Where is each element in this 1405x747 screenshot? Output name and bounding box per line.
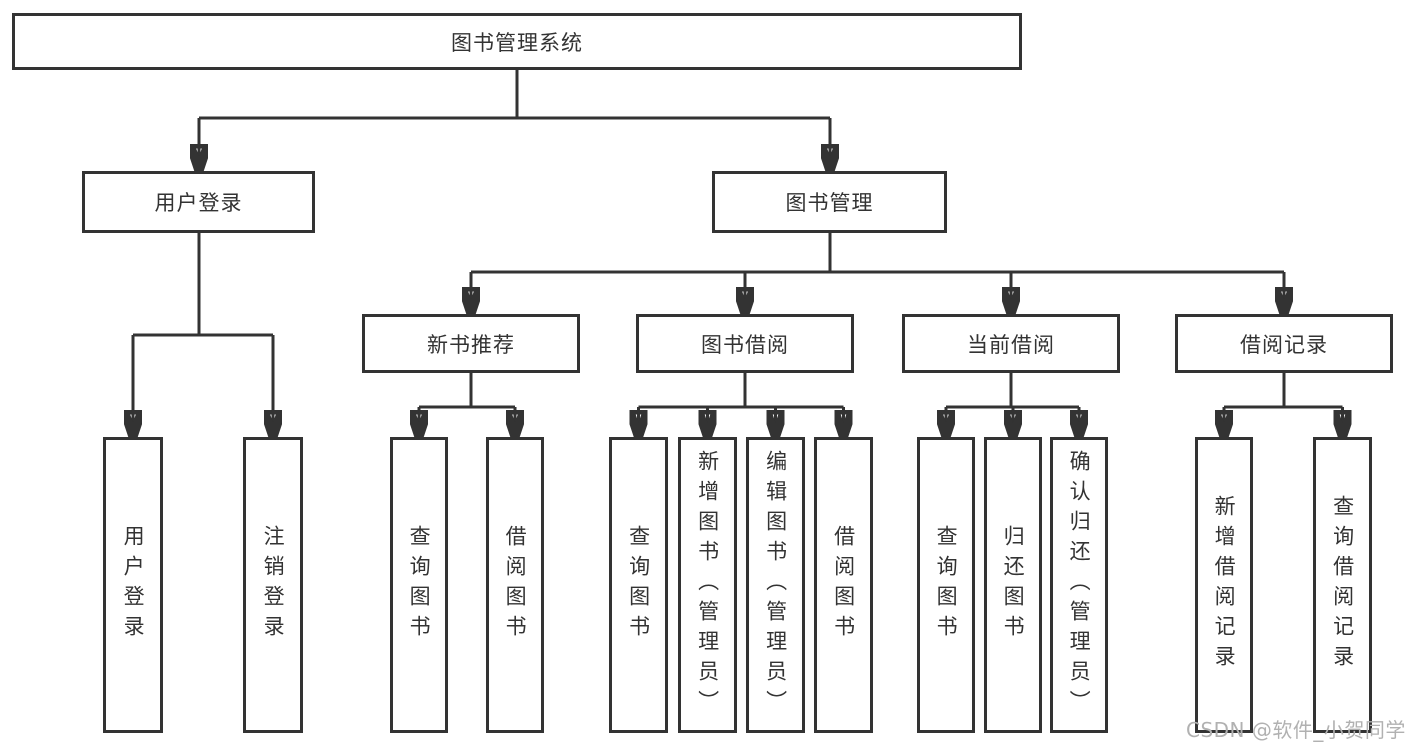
leaf-add-books-admin-label: 新增图书（管理员） — [695, 450, 720, 720]
leaf-borrow-query-books-label: 查询图书 — [626, 525, 651, 645]
node-user-login-label: 用户登录 — [154, 191, 243, 215]
connector-current-stem — [946, 373, 1079, 409]
node-borrow-records-label: 借阅记录 — [1240, 332, 1328, 357]
leaf-return-books: 归还图书 — [984, 437, 1042, 733]
node-book-borrow-label: 图书借阅 — [701, 332, 789, 357]
node-current-borrow-label: 当前借阅 — [967, 332, 1055, 357]
leaf-return-books-label: 归还图书 — [1001, 525, 1026, 645]
leaf-query-borrow-record-label: 查询借阅记录 — [1330, 495, 1355, 675]
leaf-query-borrow-record: 查询借阅记录 — [1313, 437, 1372, 733]
node-root-system: 图书管理系统 — [12, 13, 1022, 70]
leaf-logout-label: 注销登录 — [261, 525, 286, 645]
leaf-edit-books-admin-label: 编辑图书（管理员） — [763, 450, 788, 720]
connector-root-stem — [199, 70, 830, 120]
leaf-add-books-admin: 新增图书（管理员） — [678, 437, 737, 733]
node-book-borrow: 图书借阅 — [636, 314, 854, 373]
leaf-add-borrow-record: 新增借阅记录 — [1195, 437, 1253, 733]
leaf-recommend-query-books-label: 查询图书 — [407, 525, 432, 645]
connector-records-stem — [1224, 373, 1343, 409]
leaf-current-query-books-label: 查询图书 — [934, 525, 959, 645]
leaf-current-query-books: 查询图书 — [917, 437, 975, 733]
node-current-borrow: 当前借阅 — [902, 314, 1120, 373]
connector-borrow-stem — [638, 373, 844, 409]
leaf-recommend-borrow-books: 借阅图书 — [486, 437, 544, 733]
node-new-book-recommend-label: 新书推荐 — [427, 332, 515, 357]
leaf-user-login: 用户登录 — [103, 437, 163, 733]
leaf-confirm-return-admin-label: 确认归还（管理员） — [1067, 450, 1092, 720]
leaf-add-borrow-record-label: 新增借阅记录 — [1212, 495, 1237, 675]
leaf-borrow-query-books: 查询图书 — [609, 437, 668, 733]
leaf-confirm-return-admin: 确认归还（管理员） — [1050, 437, 1108, 733]
node-user-login: 用户登录 — [82, 171, 315, 233]
node-new-book-recommend: 新书推荐 — [362, 314, 580, 373]
connector-user-login-stem — [133, 233, 273, 337]
leaf-recommend-query-books: 查询图书 — [390, 437, 448, 733]
node-borrow-records: 借阅记录 — [1175, 314, 1393, 373]
node-book-management-label: 图书管理 — [785, 191, 874, 215]
leaf-user-login-label: 用户登录 — [121, 525, 146, 645]
leaf-edit-books-admin: 编辑图书（管理员） — [746, 437, 805, 733]
leaf-borrow-books-label: 借阅图书 — [831, 525, 856, 645]
node-book-management: 图书管理 — [712, 171, 947, 233]
node-root-label: 图书管理系统 — [451, 30, 583, 55]
leaf-borrow-books: 借阅图书 — [814, 437, 873, 733]
leaf-recommend-borrow-books-label: 借阅图书 — [503, 525, 528, 645]
csdn-watermark: CSDN @软件_小贺同学 — [1186, 718, 1405, 742]
connector-recommend-stem — [419, 373, 515, 409]
connector-book-mgmt-stem — [471, 233, 1284, 274]
leaf-logout: 注销登录 — [243, 437, 303, 733]
